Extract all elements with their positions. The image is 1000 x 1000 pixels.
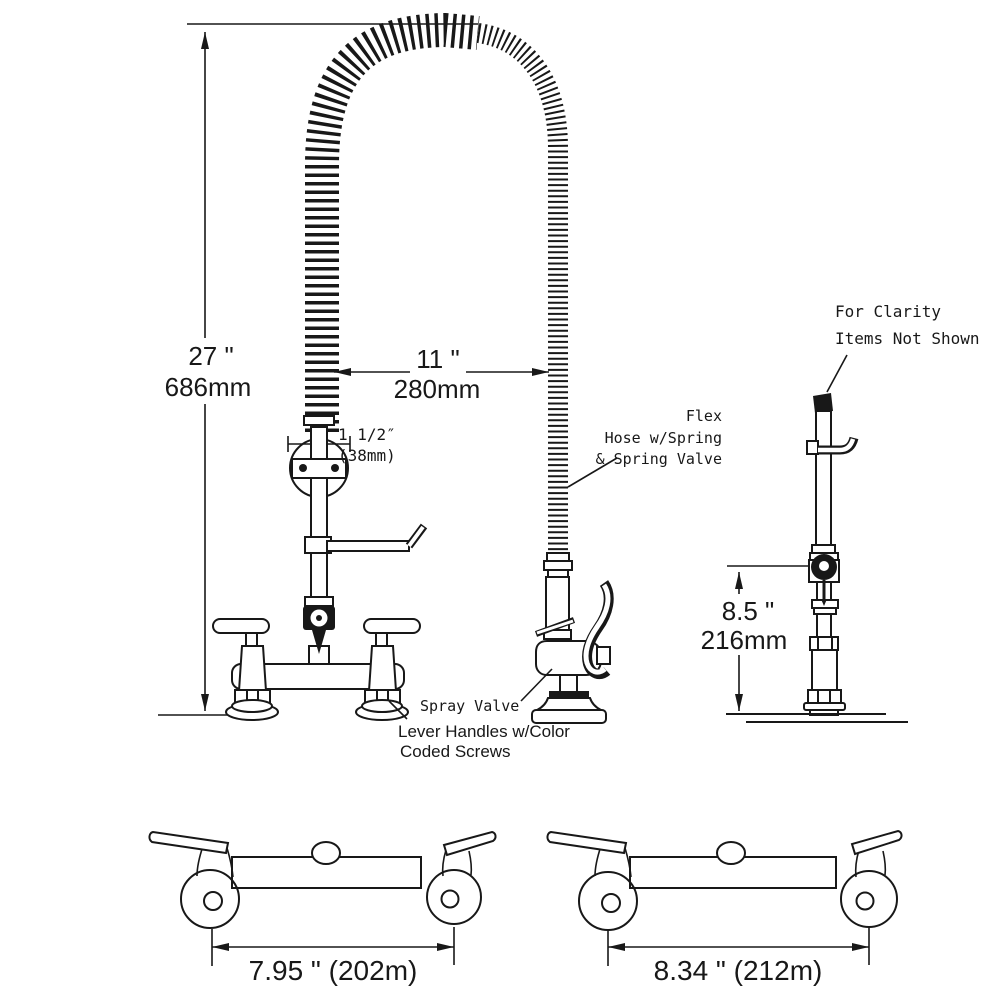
spray-head-base [531,709,607,724]
top-lever-right [442,830,497,857]
supply-leg-right [355,618,421,721]
width-inches-label: 11 " [416,344,459,374]
lever-handle-left [212,618,270,634]
flex-hose [476,23,568,553]
top-lever-left [546,830,628,855]
flex-label-2: Hose w/Spring [605,429,722,447]
spray-valve-text: Spray Valve [420,697,519,715]
coil-end-fitting [303,415,335,426]
lever-label-1: Lever Handles w/Color [398,722,570,741]
top-flange-left [180,869,240,929]
top-flange-left [578,871,638,931]
hose-width-dimension: 11 " 280mm [334,344,549,404]
side-mm-label: 216mm [701,625,788,655]
spray-valve-assembly [531,552,614,724]
top-flange-right [426,869,482,925]
center-outlet [716,841,746,865]
riser-pipe-assembly: 1 1/2″ (38mm) [287,415,428,598]
clarity-note-2: Items Not Shown [835,329,980,348]
side-wall-hook [806,436,859,455]
top-flange-right [840,870,898,928]
top-lever-right [850,829,903,856]
right-spread-label: 8.34 " (212m) [654,955,823,986]
top-view-right: 8.34 " (212m) [546,829,903,986]
wall-hook [304,523,428,554]
left-spread-dimension: 7.95 " (202m) [211,927,455,986]
top-view-left: 7.95 " (202m) [148,830,497,986]
clamp-mm-label: (38mm) [338,446,396,465]
height-inches-label: 27 " [188,341,233,371]
clamp-band [291,458,347,479]
riser-pipe [310,426,328,598]
side-view: For Clarity Items Not Shown [701,302,980,723]
pipe-cap [813,393,833,413]
lever-label-2: Coded Screws [400,742,511,761]
clamp-bolt-left [299,464,307,472]
side-pipe [815,410,832,546]
clamp-bolt-right [331,464,339,472]
height-mm-label: 686mm [165,372,252,402]
right-spread-dimension: 8.34 " (212m) [607,927,870,986]
side-inches-label: 8.5 " [722,596,775,626]
height-dimension: 27 " 686mm [158,23,478,716]
spray-valve-label: Spray Valve [420,668,553,715]
top-body-bar [231,856,422,889]
top-lever-left [148,830,230,855]
supply-leg-left [212,618,279,721]
center-outlet [311,841,341,865]
lever-handles-label: Lever Handles w/Color Coded Screws [388,700,570,761]
left-spread-label: 7.95 " (202m) [249,955,418,986]
clamp-inches-label: 1 1/2″ [338,425,396,444]
spring-coil-hose [305,12,480,432]
faucet-body [212,596,421,721]
flex-hose-label: Flex Hose w/Spring & Spring Valve [567,407,722,488]
width-mm-label: 280mm [394,374,481,404]
lever-handle-right [363,618,421,634]
side-height-dimension: 8.5 " 216mm [701,565,808,711]
body-bar [231,663,405,690]
clarity-note-1: For Clarity [835,302,941,321]
top-body-bar [629,856,837,889]
flex-label-3: & Spring Valve [596,450,722,468]
flex-label-1: Flex [686,407,722,425]
